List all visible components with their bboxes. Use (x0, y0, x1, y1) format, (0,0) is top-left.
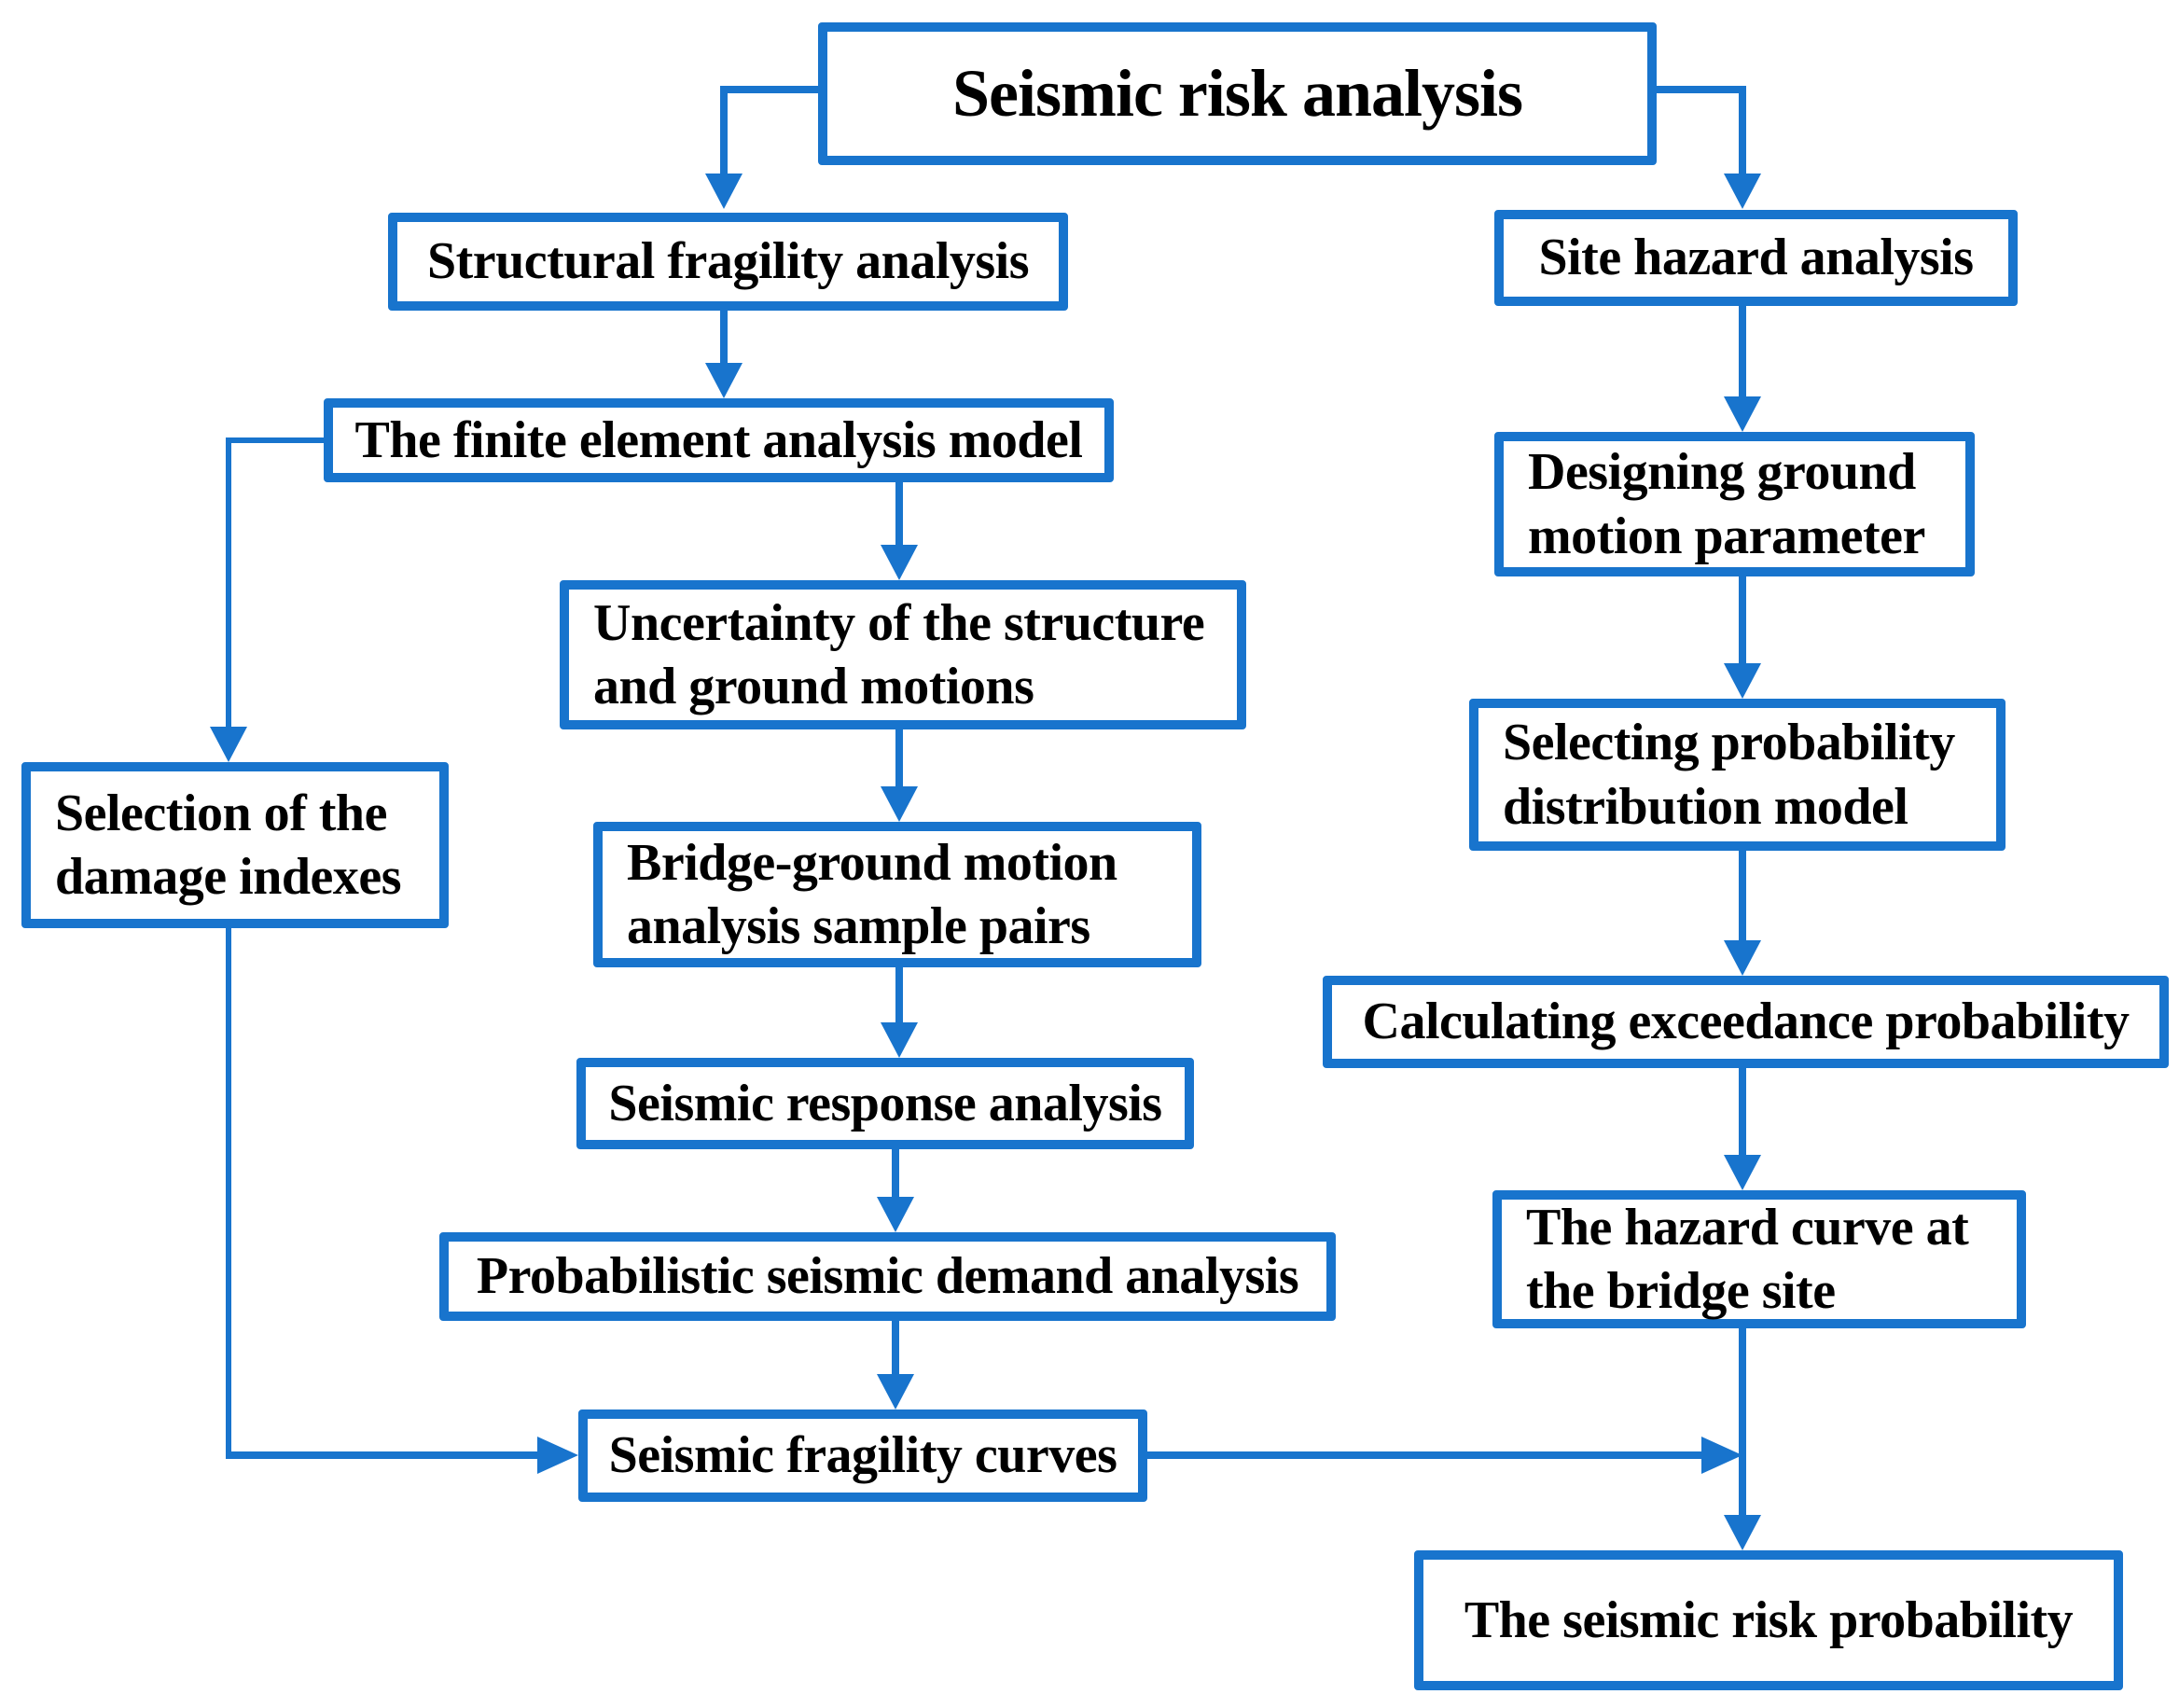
arrowhead-to-structural-icon (705, 174, 743, 209)
arrowhead-to-designing-icon (1724, 396, 1761, 432)
edge-selecting-to-calculating (1739, 851, 1746, 940)
node-uncertainty: Uncertainty of the structure and ground … (560, 580, 1246, 729)
node-selecting-probability: Selecting probability distribution model (1469, 699, 2006, 851)
edge-title-to-structural-h (720, 86, 818, 93)
node-hazard-curve: The hazard curve at the bridge site (1492, 1190, 2026, 1328)
node-fragility-curves: Seismic fragility curves (578, 1409, 1147, 1502)
node-seismic-risk-analysis: Seismic risk analysis (818, 22, 1657, 165)
arrowhead-to-response-icon (881, 1022, 918, 1058)
edge-selection-to-fragility-v (226, 928, 231, 1459)
edge-selection-to-fragility-h (226, 1451, 537, 1459)
edge-hazard-to-risk (1739, 1328, 1746, 1515)
node-structural-fragility: Structural fragility analysis (388, 213, 1068, 311)
edge-structural-to-fem (720, 311, 728, 365)
edge-fragility-to-junction (1147, 1451, 1701, 1459)
edge-title-to-site-v (1739, 86, 1746, 174)
edge-demand-to-fragility (892, 1321, 899, 1374)
node-damage-indexes: Selection of the damage indexes (21, 762, 449, 928)
edge-title-to-site-h (1657, 86, 1746, 93)
edge-uncertainty-to-bridge (895, 729, 903, 786)
arrowhead-right-to-fragility-icon (537, 1437, 578, 1474)
edge-calculating-to-hazard (1739, 1068, 1746, 1155)
edge-response-to-demand (892, 1149, 899, 1197)
node-bridge-ground-pairs: Bridge-ground motion analysis sample pai… (593, 822, 1201, 967)
arrowhead-to-demand-icon (877, 1197, 914, 1232)
edge-fem-to-uncertainty (895, 482, 903, 545)
arrowhead-to-fem-icon (705, 363, 743, 398)
arrowhead-to-selecting-icon (1724, 663, 1761, 699)
arrowhead-to-hazard-icon (1724, 1155, 1761, 1190)
arrowhead-to-site-icon (1724, 174, 1761, 209)
node-seismic-risk-probability: The seismic risk probability (1414, 1550, 2123, 1690)
node-calculating-exceedance: Calculating exceedance probability (1323, 976, 2169, 1068)
arrowhead-to-calculating-icon (1724, 940, 1761, 976)
edge-fem-to-selection-h (229, 437, 324, 443)
node-finite-element-model: The finite element analysis model (324, 398, 1114, 482)
arrowhead-to-selection-icon (210, 727, 247, 762)
arrowhead-to-risk-icon (1724, 1515, 1761, 1550)
node-seismic-response: Seismic response analysis (576, 1058, 1194, 1149)
node-site-hazard: Site hazard analysis (1494, 210, 2018, 306)
edge-fem-to-selection-v (226, 437, 231, 727)
edge-title-to-structural-v (720, 86, 728, 174)
arrowhead-right-to-junction-icon (1701, 1437, 1742, 1474)
arrowhead-to-bridge-icon (881, 786, 918, 822)
arrowhead-to-fragility-icon (877, 1374, 914, 1409)
node-probabilistic-demand: Probabilistic seismic demand analysis (439, 1232, 1336, 1321)
edge-bridge-to-response (895, 967, 903, 1022)
node-designing-ground-motion: Designing ground motion parameter (1494, 432, 1975, 576)
arrowhead-to-uncertainty-icon (881, 545, 918, 580)
edge-site-to-designing (1739, 306, 1746, 396)
edge-designing-to-selecting (1739, 576, 1746, 663)
